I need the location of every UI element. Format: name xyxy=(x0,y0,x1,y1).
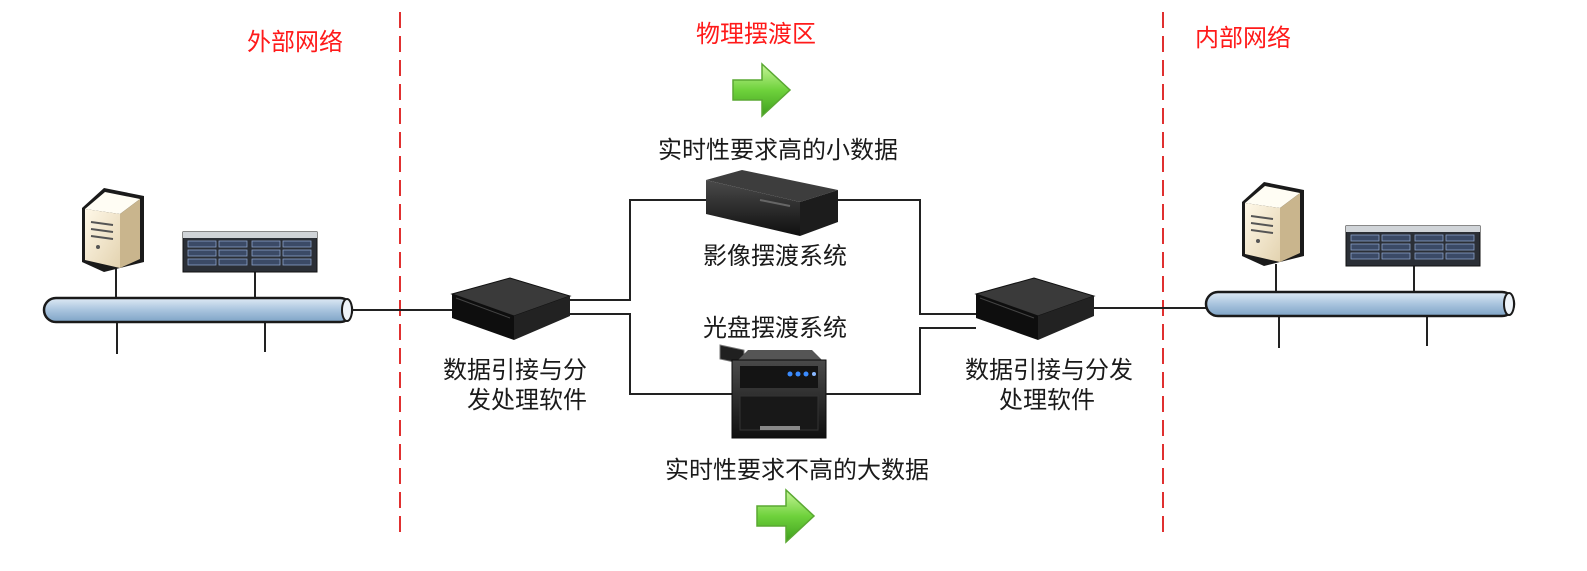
left-software-caption-line1: 数据引接与分 xyxy=(443,356,587,384)
wire xyxy=(826,327,976,395)
right-software-caption-line1: 数据引接与分发 xyxy=(965,356,1133,384)
tower-pc-icon xyxy=(1242,182,1304,266)
big-data-caption: 实时性要求不高的大数据 xyxy=(665,456,929,484)
right-software-caption-line2: 处理软件 xyxy=(999,386,1095,414)
rack-storage-icon xyxy=(1345,225,1481,267)
network-bus-internal xyxy=(1204,290,1516,318)
right-arrow-icon xyxy=(732,62,792,118)
rack-server-icon xyxy=(450,277,572,340)
wire xyxy=(838,199,976,315)
disc-ferry-device-icon xyxy=(731,350,827,439)
network-bus-external xyxy=(42,296,354,324)
zone-label-ferry: 物理摆渡区 xyxy=(696,20,816,48)
wire xyxy=(570,199,706,301)
disc-ferry-caption: 光盘摆渡系统 xyxy=(703,314,847,342)
rack-server-icon xyxy=(974,277,1096,340)
wire xyxy=(570,313,732,395)
left-software-caption-line2: 发处理软件 xyxy=(467,386,587,414)
zone-label-external: 外部网络 xyxy=(247,28,343,56)
image-ferry-caption: 影像摆渡系统 xyxy=(703,242,847,270)
right-arrow-icon xyxy=(756,488,816,544)
small-data-caption: 实时性要求高的小数据 xyxy=(658,136,898,164)
tower-pc-icon xyxy=(82,188,144,272)
rack-storage-icon xyxy=(182,231,318,273)
zone-label-internal: 内部网络 xyxy=(1195,24,1291,52)
